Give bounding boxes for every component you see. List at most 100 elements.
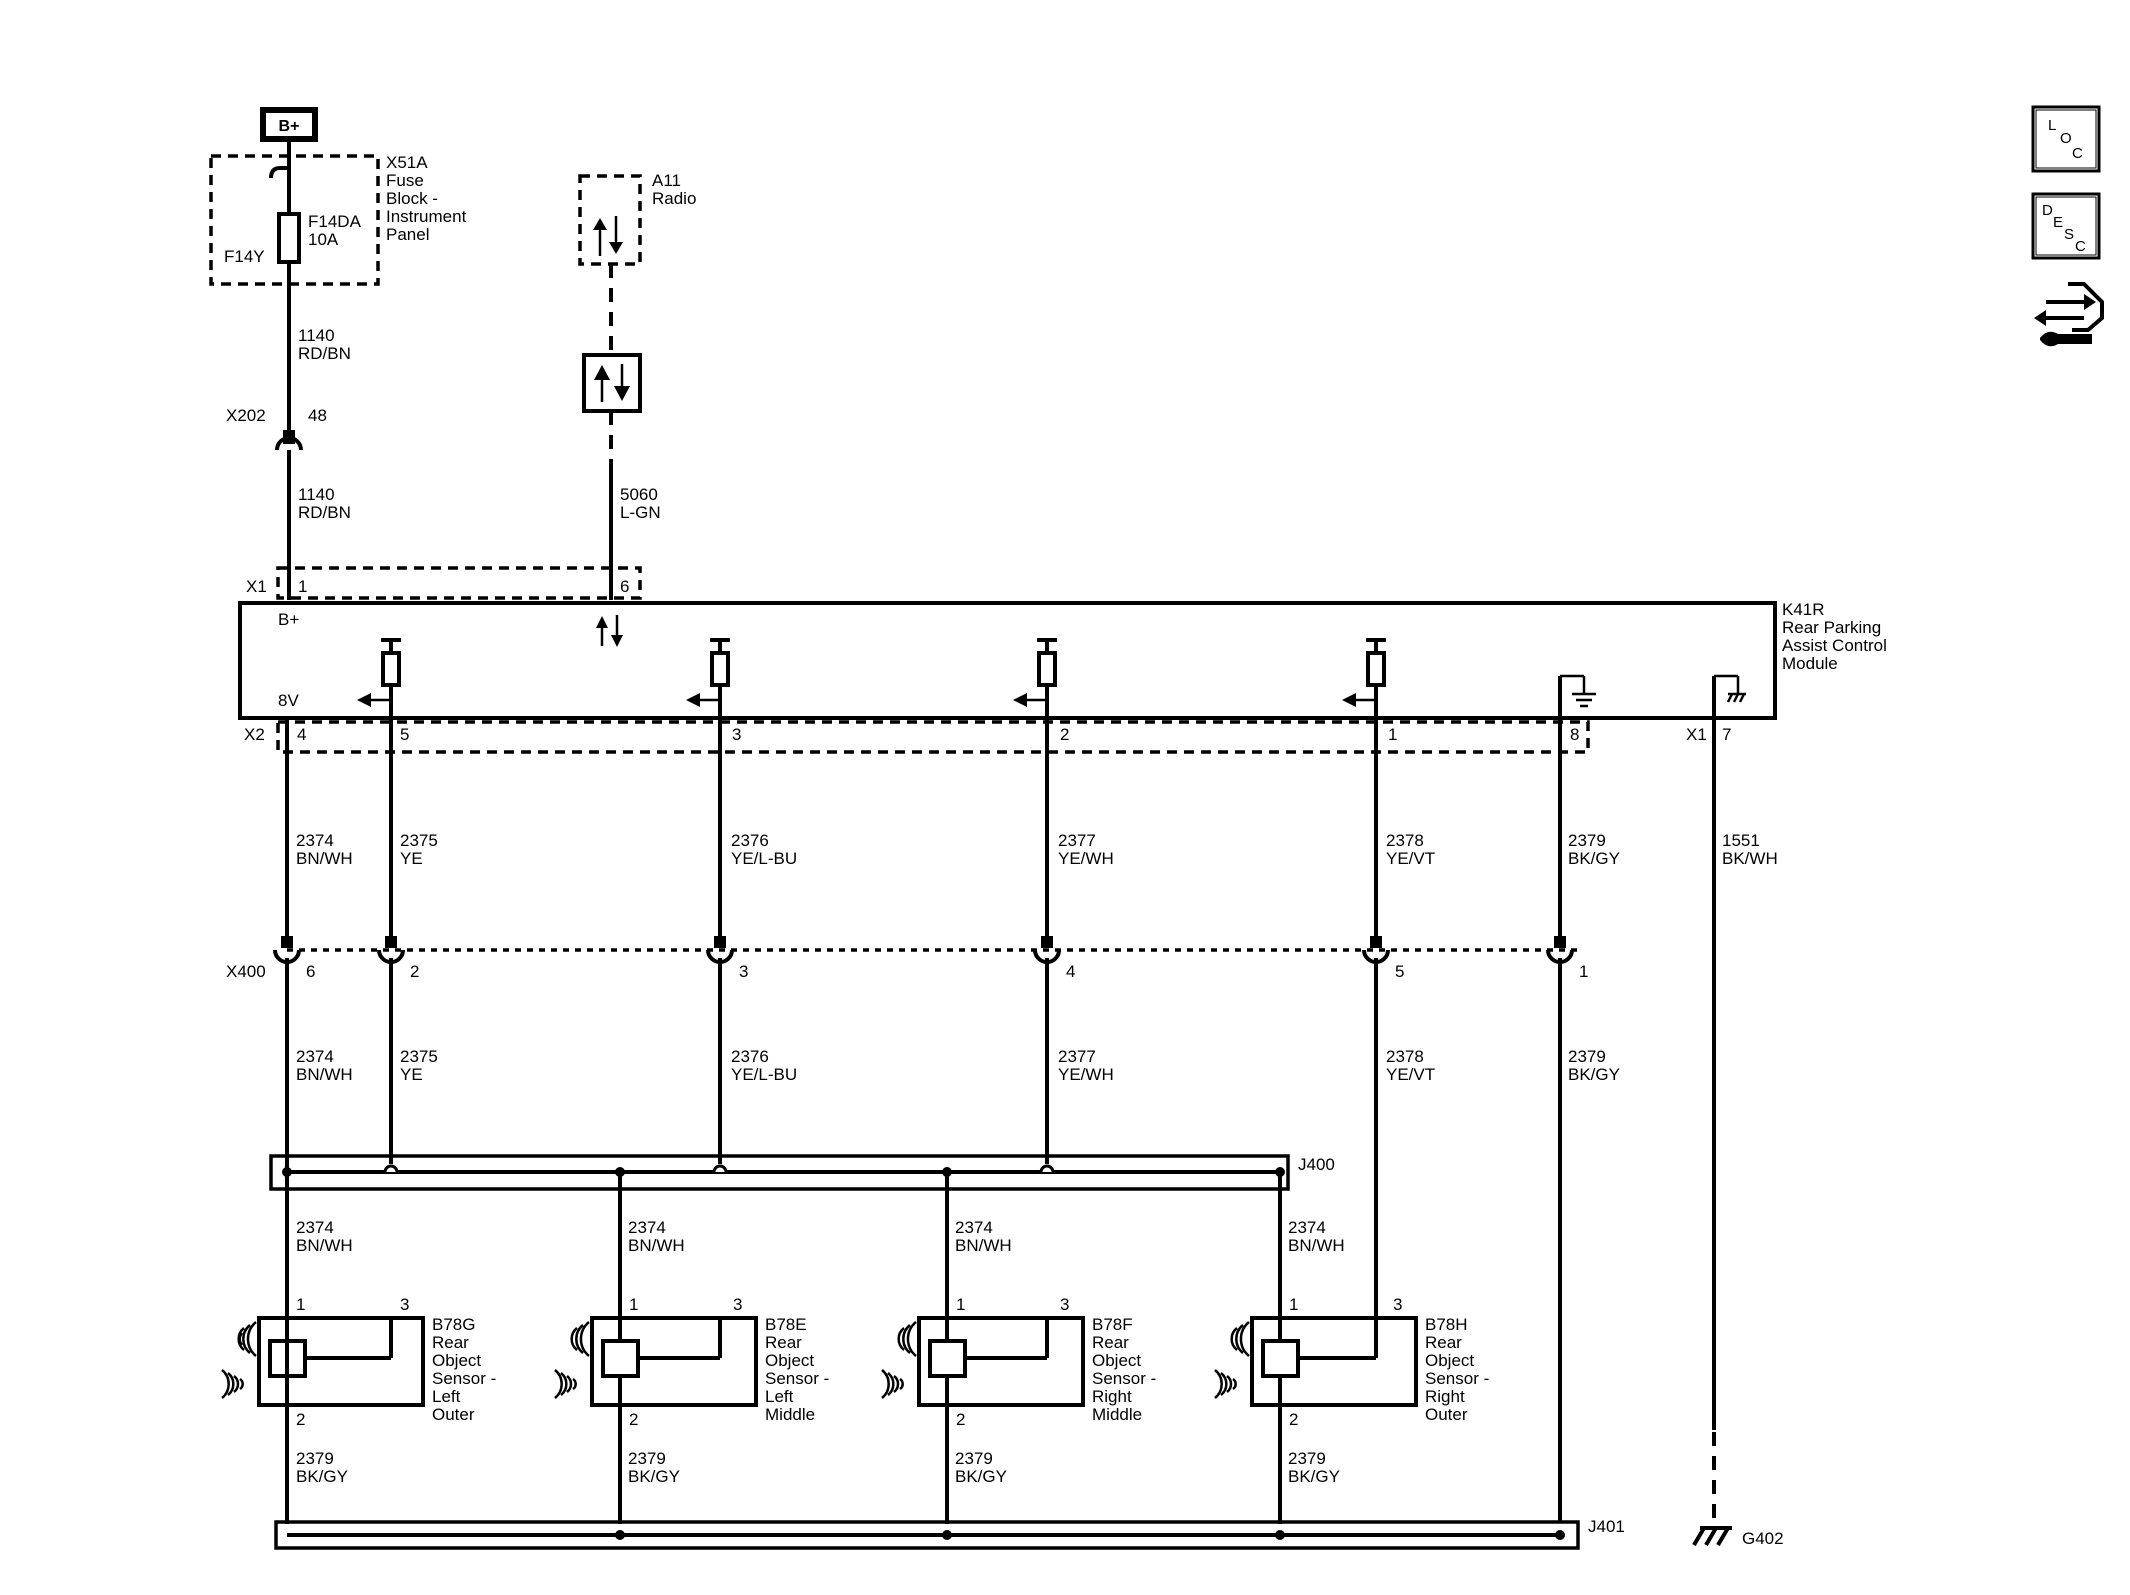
x2-pin-5: 5 bbox=[400, 725, 409, 744]
sensor-pin-1: 1 bbox=[956, 1295, 965, 1314]
x400-pin-6: 6 bbox=[306, 962, 315, 981]
radio: A11 Radio 5060 L-GN bbox=[578, 171, 696, 600]
loc-letter-l: L bbox=[2048, 117, 2056, 134]
x2-pin-1: 1 bbox=[1388, 725, 1397, 744]
connector-tool-icon[interactable] bbox=[2034, 282, 2104, 347]
x400-pin-4: 4 bbox=[1066, 962, 1075, 981]
sensor-pin-2: 2 bbox=[296, 1410, 305, 1429]
sensor-line-4: Right bbox=[1425, 1387, 1465, 1406]
x1-label: X1 bbox=[246, 577, 267, 596]
x400-connector: X400 6 2 3 4 5 1 bbox=[226, 936, 1588, 981]
w2379-color-s3: BK/GY bbox=[955, 1467, 1007, 1486]
sensor-line-5: Middle bbox=[765, 1405, 815, 1424]
sensor-b78e: 1 3 2 B78E Rear Object Sensor - Left Mid… bbox=[554, 1295, 829, 1429]
x2-pin-2: 2 bbox=[1060, 725, 1069, 744]
w2374-num-s2: 2374 bbox=[628, 1218, 666, 1237]
wire-labels-lower: 2374 BN/WH 2374 BN/WH 2374 BN/WH 2374 BN… bbox=[296, 1218, 1345, 1255]
w2378-color-2: YE/VT bbox=[1386, 1065, 1435, 1084]
sensor-b78f: 1 3 2 B78F Rear Object Sensor - Right Mi… bbox=[881, 1295, 1156, 1429]
g402-label: G402 bbox=[1742, 1529, 1784, 1548]
ultrasonic-transmit-icon bbox=[221, 1369, 244, 1399]
pullup-resistor bbox=[1342, 638, 1386, 707]
sensor-line-1: Rear bbox=[1425, 1333, 1462, 1352]
w2378-num-2: 2378 bbox=[1386, 1047, 1424, 1066]
module-name-1: Rear Parking bbox=[1782, 618, 1881, 637]
module-bplus: B+ bbox=[278, 610, 299, 629]
w1551-color: BK/WH bbox=[1722, 849, 1778, 868]
w2374-color-s2: BN/WH bbox=[628, 1236, 685, 1255]
sensor-pin-2: 2 bbox=[629, 1410, 638, 1429]
sensor-ground-wires: 2379 BK/GY 2379 BK/GY 2379 BK/GY 2379 BK… bbox=[285, 1405, 1340, 1524]
radio-ref: A11 bbox=[652, 171, 681, 190]
j401-label: J401 bbox=[1588, 1517, 1625, 1536]
x202-label: X202 bbox=[226, 406, 266, 425]
sensor-ref: B78F bbox=[1092, 1315, 1133, 1334]
module-8v: 8V bbox=[278, 691, 299, 710]
w2375-color-1: YE bbox=[400, 849, 423, 868]
sensor-line-4: Right bbox=[1092, 1387, 1132, 1406]
w2374-num-s4: 2374 bbox=[1288, 1218, 1326, 1237]
signal-ground-icon bbox=[1558, 674, 1596, 718]
sensor-line-5: Middle bbox=[1092, 1405, 1142, 1424]
sensor-pin-1: 1 bbox=[629, 1295, 638, 1314]
pullup-resistor bbox=[1013, 638, 1057, 707]
x2-pin-8: 8 bbox=[1570, 725, 1579, 744]
desc-button[interactable]: D E S C bbox=[2031, 192, 2101, 260]
x2-label: X2 bbox=[244, 725, 265, 744]
w2374-color-2: BN/WH bbox=[296, 1065, 353, 1084]
radio-data-arrows-icon bbox=[593, 216, 623, 256]
ultrasonic-transmit-icon bbox=[881, 1369, 904, 1399]
sensor-pin-1: 1 bbox=[296, 1295, 305, 1314]
x2-pin-3: 3 bbox=[732, 725, 741, 744]
x1-pin-6: 6 bbox=[620, 577, 629, 596]
w2374-color-s1: BN/WH bbox=[296, 1236, 353, 1255]
fuse-block-line-5: Panel bbox=[386, 225, 429, 244]
x400-pin-2: 2 bbox=[410, 962, 419, 981]
w2377-color-1: YE/WH bbox=[1058, 849, 1114, 868]
chassis-ground-icon bbox=[1712, 674, 1746, 718]
fuse-label: F14Y bbox=[224, 247, 265, 266]
w2375-color-2: YE bbox=[400, 1065, 423, 1084]
w2374-color-1: BN/WH bbox=[296, 849, 353, 868]
sensor-pin-1: 1 bbox=[1289, 1295, 1298, 1314]
module-ref: K41R bbox=[1782, 600, 1825, 619]
sensor-line-2: Object bbox=[765, 1351, 814, 1370]
loc-button[interactable]: L O C bbox=[2031, 105, 2101, 173]
sensor-ref: B78H bbox=[1425, 1315, 1468, 1334]
x2-pin-4: 4 bbox=[297, 725, 306, 744]
x202-pin: 48 bbox=[308, 406, 327, 425]
loc-letter-o: O bbox=[2060, 130, 2072, 147]
ultrasonic-receive-icon bbox=[237, 1321, 257, 1357]
w2379-color-s4: BK/GY bbox=[1288, 1467, 1340, 1486]
sensor-line-3: Sensor - bbox=[432, 1369, 496, 1388]
pullup-resistor bbox=[686, 638, 730, 707]
sensor-line-1: Rear bbox=[432, 1333, 469, 1352]
fuse-block-line-4: Instrument bbox=[386, 207, 467, 226]
w1140-color-a: RD/BN bbox=[298, 344, 351, 363]
w2379-num-1: 2379 bbox=[1568, 831, 1606, 850]
ultrasonic-receive-icon bbox=[570, 1321, 590, 1357]
desc-letter-d: D bbox=[2042, 202, 2053, 219]
desc-letter-s: S bbox=[2064, 226, 2074, 243]
sensor-pin-3: 3 bbox=[400, 1295, 409, 1314]
j400-label: J400 bbox=[1298, 1155, 1335, 1174]
sensor-pin-2: 2 bbox=[956, 1410, 965, 1429]
w2374-num-1: 2374 bbox=[296, 831, 334, 850]
sensor-pin-2: 2 bbox=[1289, 1410, 1298, 1429]
sensor-line-1: Rear bbox=[765, 1333, 802, 1352]
x1-pin-7: 7 bbox=[1722, 725, 1731, 744]
sensor-ref: B78E bbox=[765, 1315, 807, 1334]
w2376-color-2: YE/L-BU bbox=[731, 1065, 797, 1084]
wire-labels-upper: 2374 BN/WH 2375 YE 2376 YE/L-BU 2377 YE/… bbox=[296, 831, 1778, 868]
w2378-num-1: 2378 bbox=[1386, 831, 1424, 850]
radio-name: Radio bbox=[652, 189, 696, 208]
fuse-block-line-1: X51A bbox=[386, 153, 428, 172]
w2374-num-s3: 2374 bbox=[955, 1218, 993, 1237]
w1551-num: 1551 bbox=[1722, 831, 1760, 850]
sensor-b78g: 1 3 2 B78G Rear Object Sensor - Left Out… bbox=[221, 1295, 496, 1429]
w1140-color-b: RD/BN bbox=[298, 503, 351, 522]
w2376-color-1: YE/L-BU bbox=[731, 849, 797, 868]
fuse-block: F14DA 10A F14Y X51A Fuse Block - Instrum… bbox=[209, 142, 467, 286]
rear-parking-assist-module: X1 1 6 B+ 8V K41R Rear Parking Assist Co… bbox=[238, 566, 1887, 754]
